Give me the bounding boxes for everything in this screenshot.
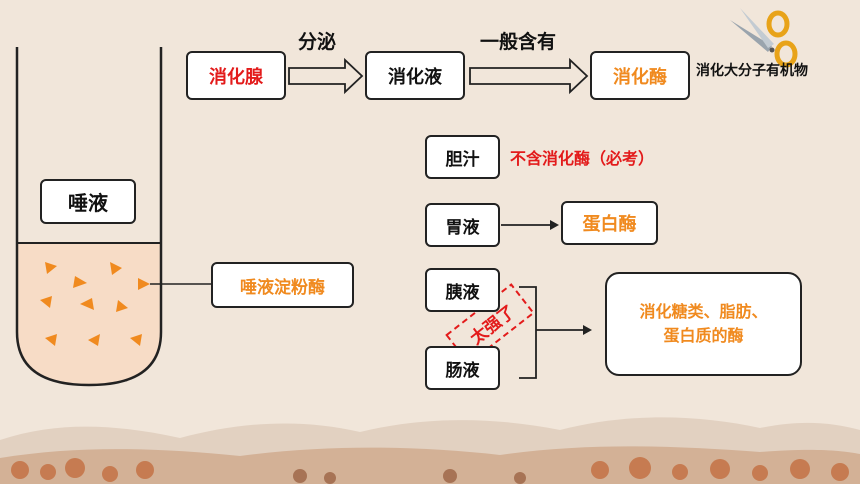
enzyme-particles xyxy=(40,262,150,346)
pancreatic-juice-box: 胰液 xyxy=(425,268,500,312)
digestive-enzyme-box: 消化酶 xyxy=(590,51,690,100)
arrow-contains xyxy=(469,57,589,95)
brace xyxy=(519,286,537,379)
protease-box: 蛋白酶 xyxy=(561,201,658,245)
digestive-juice-box: 消化液 xyxy=(365,51,465,100)
intestinal-juice-box: 肠液 xyxy=(425,346,500,390)
digestive-gland-box: 消化腺 xyxy=(186,51,286,100)
arrow-secrete xyxy=(288,57,364,95)
nutrient-enzymes-line1: 消化糖类、脂肪、 xyxy=(639,302,768,321)
contains-label: 一般含有 xyxy=(480,31,557,53)
nutrient-enzymes-line2: 蛋白质的酶 xyxy=(663,326,744,345)
bile-box: 胆汁 xyxy=(425,135,500,179)
arrow-gastric xyxy=(550,220,559,230)
enzyme-function-label: 消化大分子有机物 xyxy=(696,63,808,79)
gastric-juice-box: 胃液 xyxy=(425,203,500,247)
arrow-result xyxy=(583,325,592,335)
tube-outline xyxy=(15,47,163,387)
secrete-label: 分泌 xyxy=(298,31,337,53)
nutrient-enzymes-box: 消化糖类、脂肪、 蛋白质的酶 xyxy=(605,272,802,376)
salivary-amylase-box: 唾液淀粉酶 xyxy=(211,262,354,308)
tube-liquid xyxy=(17,243,161,385)
saliva-box: 唾液 xyxy=(40,179,136,224)
bile-note: 不含消化酶（必考） xyxy=(510,149,655,168)
